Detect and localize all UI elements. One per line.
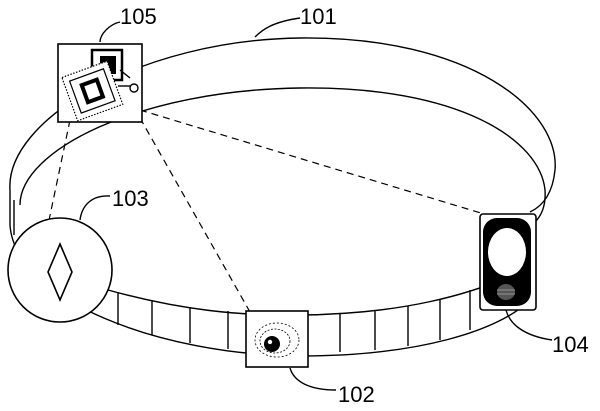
- camera-module: [245, 310, 309, 368]
- label-101: 101: [300, 4, 337, 29]
- connection-lines: [47, 109, 485, 313]
- compass-module: [7, 217, 113, 323]
- label-104: 104: [552, 332, 589, 357]
- label-102: 102: [338, 382, 375, 407]
- label-103: 103: [112, 186, 149, 211]
- label-105: 105: [120, 4, 157, 29]
- belt-top-inner-edge: [19, 87, 546, 223]
- belt-band-upper-edge: [107, 267, 531, 316]
- chip-module: [57, 43, 143, 123]
- leader-lines: [79, 17, 553, 391]
- belt-segments: [13, 200, 471, 352]
- speaker-module: [479, 213, 537, 311]
